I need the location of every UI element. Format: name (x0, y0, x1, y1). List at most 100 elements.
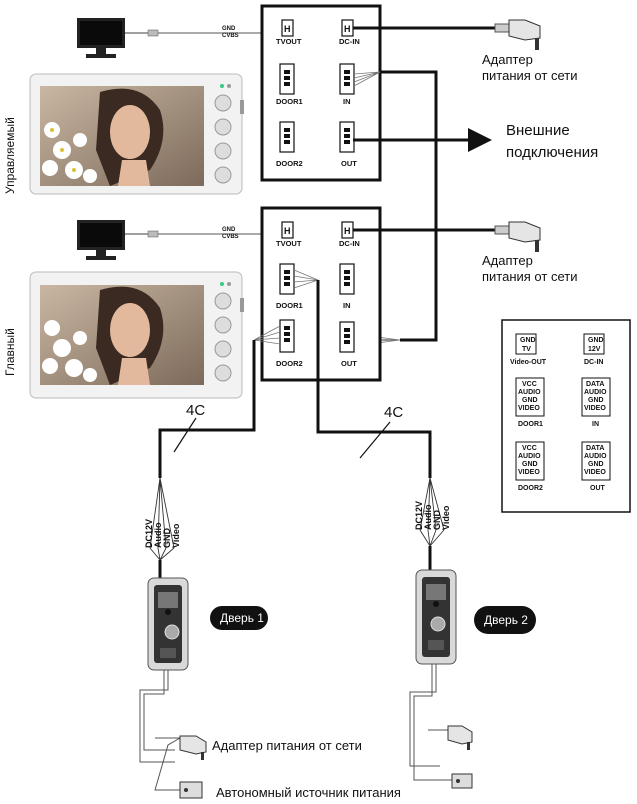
legend-tvout-2: TV (522, 346, 531, 353)
adapter-bottom-label: Адаптер питания от сети (212, 738, 362, 753)
tv-cable-label-cvbs-main: CVBS (222, 234, 239, 240)
adapter-plug-mid (494, 221, 541, 252)
port-label-dcin-top: DC-IN (339, 37, 360, 46)
port-label-door2-main: DOOR2 (276, 359, 303, 368)
legend-out-4: VIDEO (584, 469, 606, 476)
port-tvout-top (281, 19, 294, 37)
legend-tvout-1: GND (520, 337, 536, 344)
label-main: Главный (3, 328, 17, 376)
link-in-out (380, 70, 438, 342)
legend-door2-5: DOOR2 (518, 485, 543, 492)
legend-door2-3: GND (522, 461, 538, 468)
tv-cable-label-gnd-main: GND (222, 227, 236, 233)
door2-battery (451, 773, 473, 789)
legend-in-1: DATA (586, 381, 604, 388)
legend-in-5: IN (592, 421, 599, 428)
svg-text:H: H (284, 226, 291, 236)
door1-battery (179, 781, 203, 799)
monitor-controlled (29, 73, 244, 195)
legend-in-2: AUDIO (584, 389, 607, 396)
legend-door1-4: VIDEO (518, 405, 540, 412)
adapter-plug-top (494, 19, 541, 50)
door2-badge (474, 606, 536, 634)
port-label-out-main: OUT (341, 359, 357, 368)
tv-cable-label-gnd: GND (222, 26, 236, 32)
monitor-button-1[interactable] (214, 94, 232, 112)
monitor-button-4[interactable] (214, 166, 232, 184)
legend-in-4: VIDEO (584, 405, 606, 412)
legend-door1-1: VCC (522, 381, 537, 388)
legend-tvout-3: Video-OUT (510, 359, 547, 366)
tv-monitor-main (77, 220, 125, 260)
door1-badge (210, 606, 268, 630)
svg-text:H: H (284, 24, 291, 34)
door-panel-1 (147, 577, 189, 671)
external-line2: подключения (506, 144, 598, 161)
legend-out-2: AUDIO (584, 453, 607, 460)
tv-connector-main (147, 230, 159, 238)
adapter-mid-line1: Адаптер (482, 253, 533, 268)
legend-door1-2: AUDIO (518, 389, 541, 396)
port-label-tvout-top: TVOUT (276, 37, 302, 46)
port-label-door1-top: DOOR1 (276, 97, 303, 106)
wire-left-video: Video (171, 523, 181, 548)
legend-door1-5: DOOR1 (518, 421, 543, 428)
legend-out-1: DATA (586, 445, 604, 452)
cable-label-left: 4C (186, 402, 205, 419)
wire-left-gnd: GND (162, 528, 172, 549)
main-button-1[interactable] (214, 292, 232, 310)
wire-right-video: Video (441, 505, 451, 530)
wire-fan-right: DC12V Audio GND Video (414, 477, 451, 570)
wire-fan-left: DC12V Audio GND Video (144, 477, 181, 580)
autonomous-label: Автономный источник питания (216, 785, 401, 800)
legend-out-3: GND (588, 461, 604, 468)
main-button-2[interactable] (214, 316, 232, 334)
port-panel-main: H H TVOUT DC-IN DOOR1 IN DOOR2 OUT (260, 206, 382, 382)
door2-label: Дверь 2 (484, 613, 528, 627)
monitor-button-3[interactable] (214, 142, 232, 160)
wire-right-audio: Audio (423, 504, 433, 530)
legend-in-3: GND (588, 397, 604, 404)
wire-left-dc12v: DC12V (144, 519, 154, 548)
port-label-dcin-main: DC-IN (339, 239, 360, 248)
monitor-main (29, 271, 244, 399)
port-label-door1-main: DOOR1 (276, 301, 303, 310)
port-label-out-top: OUT (341, 159, 357, 168)
tv-connector-top (147, 29, 159, 37)
port-panel-controlled: H H TVOUT DC-IN DOOR1 IN DOOR2 OUT (260, 4, 382, 182)
external-line1: Внешние (506, 122, 570, 139)
tv-cable-label-cvbs: CVBS (222, 33, 239, 39)
legend-dcin-2: 12V (588, 346, 601, 353)
door-panel-2 (415, 569, 457, 665)
cable-door1 (158, 340, 256, 478)
adapter-top-line1: Адаптер (482, 52, 533, 67)
legend-dcin-1: GND (588, 337, 604, 344)
monitor-button-2[interactable] (214, 118, 232, 136)
port-label-in-main: IN (343, 301, 351, 310)
legend-door2-1: VCC (522, 445, 537, 452)
door1-adapter (179, 735, 207, 760)
door2-adapter (447, 725, 473, 750)
wire-right-dc12v: DC12V (414, 501, 424, 530)
door1-label: Дверь 1 (220, 611, 264, 625)
cable-door2 (316, 280, 432, 478)
wire-left-audio: Audio (153, 522, 163, 548)
cable-label-right: 4C (384, 404, 403, 421)
main-button-4[interactable] (214, 364, 232, 382)
adapter-mid-line2: питания от сети (482, 269, 577, 284)
port-tvout-main (281, 221, 294, 239)
svg-text:H: H (344, 24, 351, 34)
legend-door1-3: GND (522, 397, 538, 404)
woman-face (110, 105, 150, 159)
main-button-3[interactable] (214, 340, 232, 358)
legend-out-5: OUT (590, 485, 606, 492)
external-arrow-head (468, 128, 492, 152)
tv-monitor-top (77, 18, 125, 58)
adapter-top-line2: питания от сети (482, 68, 577, 83)
svg-text:H: H (344, 226, 351, 236)
flowers (42, 122, 97, 183)
legend-door2-4: VIDEO (518, 469, 540, 476)
legend-box: GND TV Video-OUT GND 12V DC-IN VCC AUDIO… (501, 319, 631, 513)
legend-dcin-3: DC-IN (584, 359, 603, 366)
